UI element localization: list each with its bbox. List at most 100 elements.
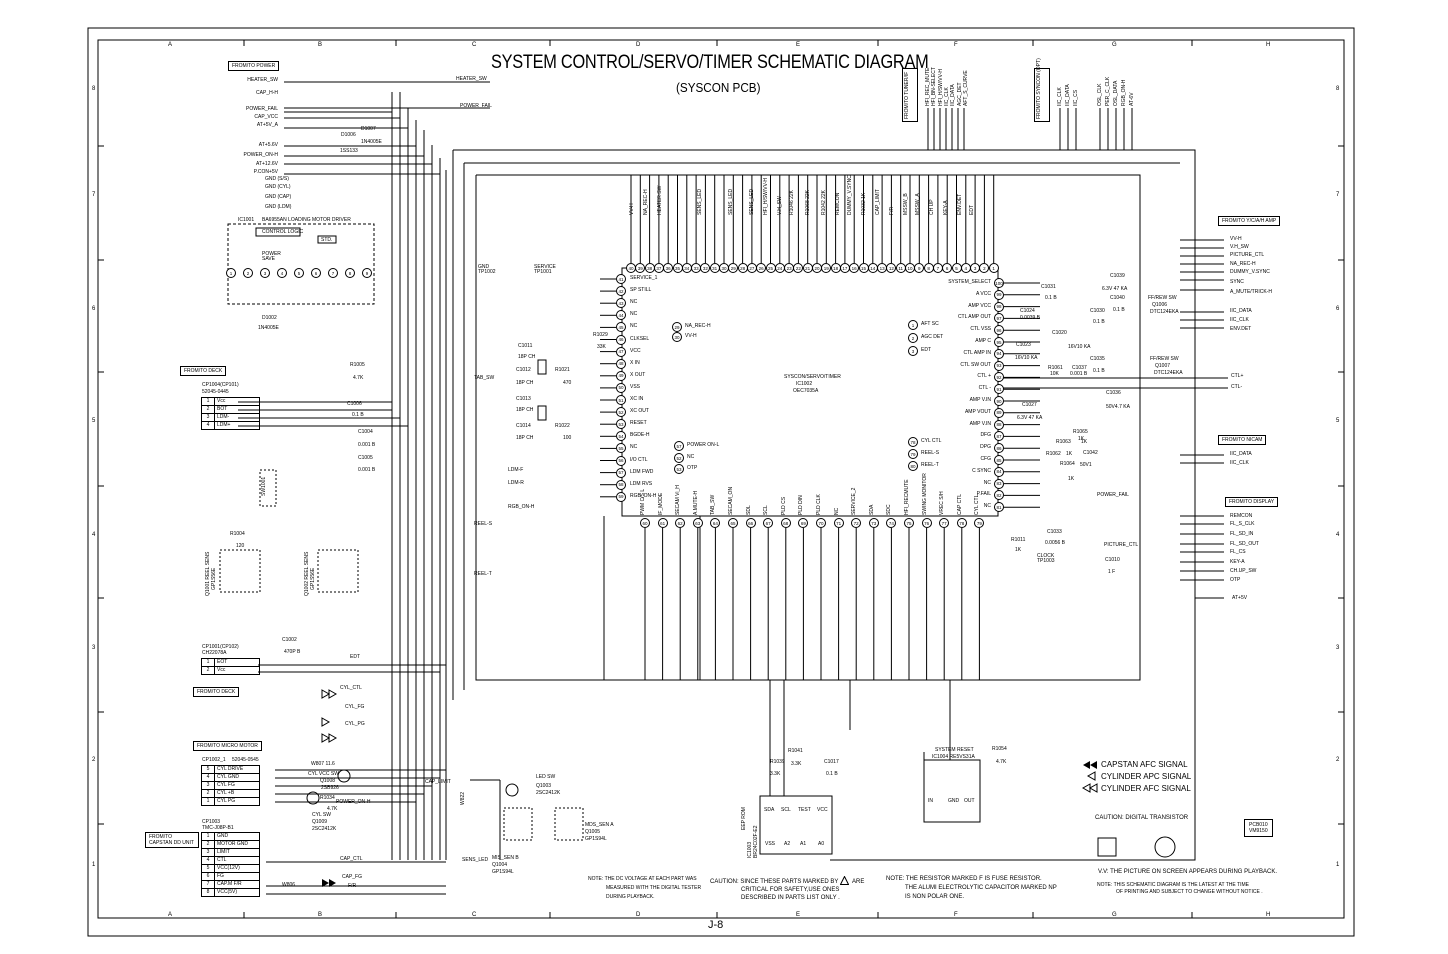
d1006-label: D1006 <box>341 132 356 138</box>
syncon-signal: AT-6V <box>1129 92 1135 106</box>
eeprom-pin-label: A2 <box>784 841 791 847</box>
main-ic-right-pin: 82 <box>994 490 1004 501</box>
connector-pin-number: 3 <box>201 413 215 422</box>
caution-l1: CAUTION: SINCE THESE PARTS MARKED BY <box>710 879 839 885</box>
wire-edt: EDT <box>350 654 360 660</box>
tuner-signal: AGC_DET <box>956 82 963 106</box>
from-to-display-label: FROM/TO DISPLAY <box>1225 497 1279 507</box>
r1041-label: R1041 <box>788 748 803 754</box>
connector-pin-number: 4 <box>201 421 215 430</box>
connector-pin-signal: LDM- <box>214 413 260 422</box>
row-label-right: 8 <box>1336 86 1340 92</box>
cp-deck1-part: 52045-0445 <box>202 389 229 395</box>
main-ic-top-label: NA_REC-H <box>643 189 649 215</box>
from-to-ycah-label: FROM/TO Y/C/A/H AMP <box>1218 216 1281 226</box>
row-label-left: 5 <box>92 418 96 424</box>
main-ic-right-pin: 90 <box>994 396 1004 406</box>
row-label-right: 7 <box>1336 192 1340 198</box>
c1030-value: 0.1 B <box>1093 319 1105 325</box>
motor-ic-pin: 8 <box>345 268 355 278</box>
syncon-signal: IIC_CLK <box>1057 87 1063 106</box>
main-ic-left-label: NC <box>630 444 638 451</box>
main-ic-bottom-label: TAB_SW <box>710 494 717 515</box>
connector-pin-number: 3 <box>201 781 215 790</box>
main-ic-right-pin: 87 <box>994 431 1004 442</box>
r1039-label: R1039 <box>770 759 785 765</box>
cp-deck1-name: CP1004(CP101) <box>202 382 239 388</box>
q1005-label: MDS_SEN A <box>585 822 614 828</box>
main-ic-right-label: AMP C <box>975 338 991 344</box>
latest-note-l1: NOTE: THIS SCHEMATIC DIAGRAM IS THE LATE… <box>1097 882 1249 888</box>
c1011-label: C1011 <box>518 343 533 349</box>
wire-picture-ctl: PICTURE_CTL <box>1104 542 1139 548</box>
main-ic-right-label: CTL - <box>978 385 991 392</box>
power-signal: POWER_ON-H <box>243 152 278 158</box>
c1013-label: C1013 <box>516 396 531 402</box>
d1002-label: D1002 <box>262 315 277 321</box>
c1012-label: C1012 <box>516 367 531 373</box>
main-ic-internal-pin: 3 <box>908 346 918 356</box>
c1035-label: C1035 <box>1090 356 1105 362</box>
connector-pin-signal: BOT <box>214 405 260 414</box>
wire-power-fail: POWER_FAIL <box>460 103 492 109</box>
c1042-value: 50V1 <box>1080 462 1092 468</box>
display-signal: FL_SD_IN <box>1230 531 1254 537</box>
main-ic-internal-pin: 78 <box>908 437 918 447</box>
main-ic-top-label: KEY-A <box>943 200 949 215</box>
r1039-value: 3.3K <box>770 771 781 777</box>
wire-rgb-on: RGB_ON-H <box>508 504 535 510</box>
pcb-ref-line2: VM9150 <box>1249 828 1268 834</box>
c1033-value: 0.0056 B <box>1045 540 1066 546</box>
cp-micro-part: 52045-0545 <box>232 757 259 763</box>
power-gnd-label: GND (CAP) <box>265 194 292 200</box>
main-ic-right-label: AMP V.IN <box>969 397 991 403</box>
main-ic-internal-label: NC <box>687 454 695 460</box>
eeprom-ic-part: BR24C02F-E2 <box>753 825 759 858</box>
motor-ic-pin: 3 <box>260 268 270 278</box>
row-label-left: 8 <box>92 86 96 92</box>
main-ic-top-label: MSSW_B <box>903 193 909 215</box>
power-signal: HEATER_SW <box>247 77 278 83</box>
connector-pin-signal: CYL PG <box>214 797 260 806</box>
motor-ic-pin: 4 <box>277 268 287 278</box>
motor-ic-name: IC1001 <box>238 217 255 223</box>
r1004-value: 120 <box>236 543 245 549</box>
motor-ic-power-save: POWER SAVE <box>262 251 281 262</box>
motor-ic-pin: 1 <box>226 268 236 278</box>
tp1001-label: SERVICE TP1001 <box>534 264 556 275</box>
connector-pin-signal: FG <box>214 872 260 881</box>
main-ic-bottom-pin: 62 <box>675 518 686 528</box>
main-ic-bottom-pin: 69 <box>798 518 809 528</box>
connector-pin-signal: LDM+ <box>214 421 260 430</box>
q1005-type: GP1S94L <box>585 836 607 842</box>
main-ic-bottom-pin: 71 <box>833 518 844 528</box>
row-label-right: 5 <box>1336 418 1340 424</box>
main-ic-top-label: F/R <box>889 206 895 215</box>
main-ic-bottom-label: SWING MONITOR <box>921 473 928 515</box>
from-to-deck-label-2: FROM/TO DECK <box>193 687 240 697</box>
c1010-value: 1 F <box>1108 569 1116 575</box>
r1062-value: 1K <box>1066 451 1073 457</box>
q1008-label: CYL VCC SW <box>308 771 339 777</box>
main-ic-left-label: VCC <box>630 347 641 354</box>
w807-label: W807 11.6 <box>311 761 335 767</box>
row-label-right: 3 <box>1336 645 1340 651</box>
c1006-label: C1006 <box>347 401 362 407</box>
c1020-label: C1020 <box>1052 330 1067 336</box>
r1021-value: 470 <box>563 380 572 386</box>
main-ic-left-pin: 50 <box>616 382 626 393</box>
main-ic-right-label: SYSTEM_SELECT <box>948 279 991 285</box>
connector-pin-number: 1 <box>201 797 215 806</box>
column-label-bottom: G <box>1112 912 1117 918</box>
q1003-type: 2SC2412K <box>536 790 561 796</box>
main-ic-top-label: MSSW_A <box>915 193 921 215</box>
main-ic-left-label: VSS <box>630 383 641 390</box>
motor-ic-std: STD. <box>321 237 333 243</box>
main-ic-right-pin: 93 <box>994 360 1004 371</box>
